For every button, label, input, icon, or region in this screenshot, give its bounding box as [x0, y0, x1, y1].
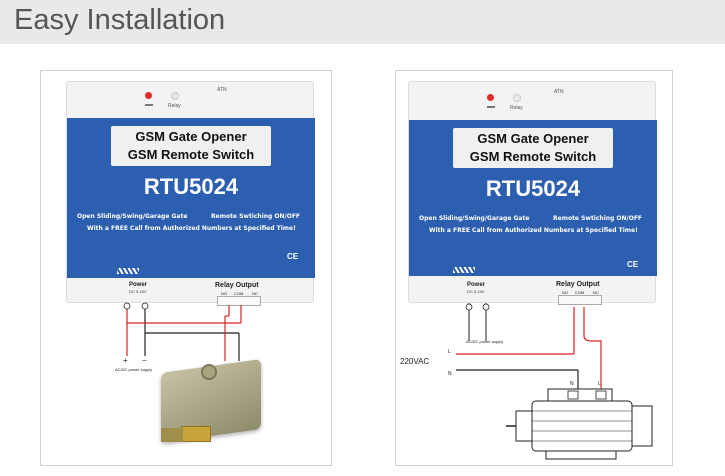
stripe-decoration [117, 268, 139, 274]
ce-mark: CE [627, 260, 639, 269]
terminal-com: COM [234, 291, 244, 296]
left-minus-label: − [142, 356, 147, 365]
relay-led [513, 94, 521, 102]
motor-l-label: L [598, 381, 601, 387]
device-blue-panel: GSM Gate Opener GSM Remote Switch RTU502… [67, 118, 315, 278]
desc-line1-right: Remote Swtiching ON/OFF [211, 213, 301, 220]
left-plus-label: + [123, 356, 128, 365]
device-left: Relay ATN GSM Gate Opener GSM Remote Swi… [66, 81, 315, 306]
relay-led [171, 92, 179, 100]
terminal-com: COM [575, 290, 585, 295]
device-title-line1: GSM Gate Opener [477, 131, 589, 146]
device-title-line1: GSM Gate Opener [135, 129, 247, 144]
line-n-label: N [448, 371, 452, 377]
status-led-red [145, 92, 152, 99]
page-title: Easy Installation [14, 4, 226, 36]
power-spec: DC 9-15V [129, 289, 147, 294]
device-model: RTU5024 [143, 174, 239, 199]
terminal-nc: NC [252, 291, 258, 296]
terminal-block [217, 296, 261, 306]
relay-led-label: Relay [168, 103, 181, 109]
electric-lock-image [151, 356, 271, 452]
device-right: Relay ATN GSM Gate Opener GSM Remote Swi… [408, 81, 657, 305]
power-label: Power [467, 282, 486, 288]
right-wiring [456, 303, 653, 460]
device-title-line2: GSM Remote Switch [127, 147, 255, 162]
power-spec: DC 9-15V [467, 289, 485, 294]
terminal-block [558, 295, 602, 305]
left-panel: Relay ATN GSM Gate Opener GSM Remote Swi… [40, 70, 332, 466]
ce-mark: CE [287, 252, 299, 261]
right-supply-label: AC/DC power supply [466, 339, 504, 344]
desc-line1-left: Open Sliding/Swing/Garage Gate [77, 213, 188, 220]
device-blue-panel: GSM Gate Opener GSM Remote Switch RTU502… [409, 120, 657, 276]
atn-label: ATN [554, 89, 564, 95]
device-title-box: GSM Gate Opener GSM Remote Switch [453, 128, 613, 168]
motor-n-label: N [570, 381, 574, 387]
device-model: RTU5024 [485, 176, 581, 201]
right-panel: Relay ATN GSM Gate Opener GSM Remote Swi… [395, 70, 673, 466]
voltage-label: 220VAC [400, 357, 430, 366]
atn-label: ATN [217, 87, 227, 93]
signal-icon [145, 101, 153, 106]
left-supply-label: AC/DC power supply [115, 367, 153, 372]
desc-line1-left: Open Sliding/Swing/Garage Gate [419, 215, 530, 222]
relay-led-label: Relay [510, 105, 523, 111]
left-wiring [123, 302, 242, 361]
terminal-nc: NC [593, 290, 599, 295]
terminal-no: NO [562, 290, 568, 295]
signal-icon [487, 103, 495, 108]
relay-output-label: Relay Output [215, 282, 259, 289]
desc-line1-right: Remote Swtiching ON/OFF [553, 215, 643, 222]
desc-line2: With a FREE Call from Authorized Numbers… [87, 225, 296, 232]
terminal-no: NO [221, 291, 227, 296]
header-banner: Easy Installation [0, 0, 725, 44]
device-title-line2: GSM Remote Switch [469, 149, 597, 164]
desc-line2: With a FREE Call from Authorized Numbers… [429, 227, 638, 234]
power-label: Power [129, 282, 148, 288]
line-l-label: L [448, 349, 451, 355]
status-led-red [487, 94, 494, 101]
stripe-decoration [453, 267, 475, 273]
relay-output-label: Relay Output [556, 281, 600, 288]
device-title-box: GSM Gate Opener GSM Remote Switch [111, 126, 271, 166]
